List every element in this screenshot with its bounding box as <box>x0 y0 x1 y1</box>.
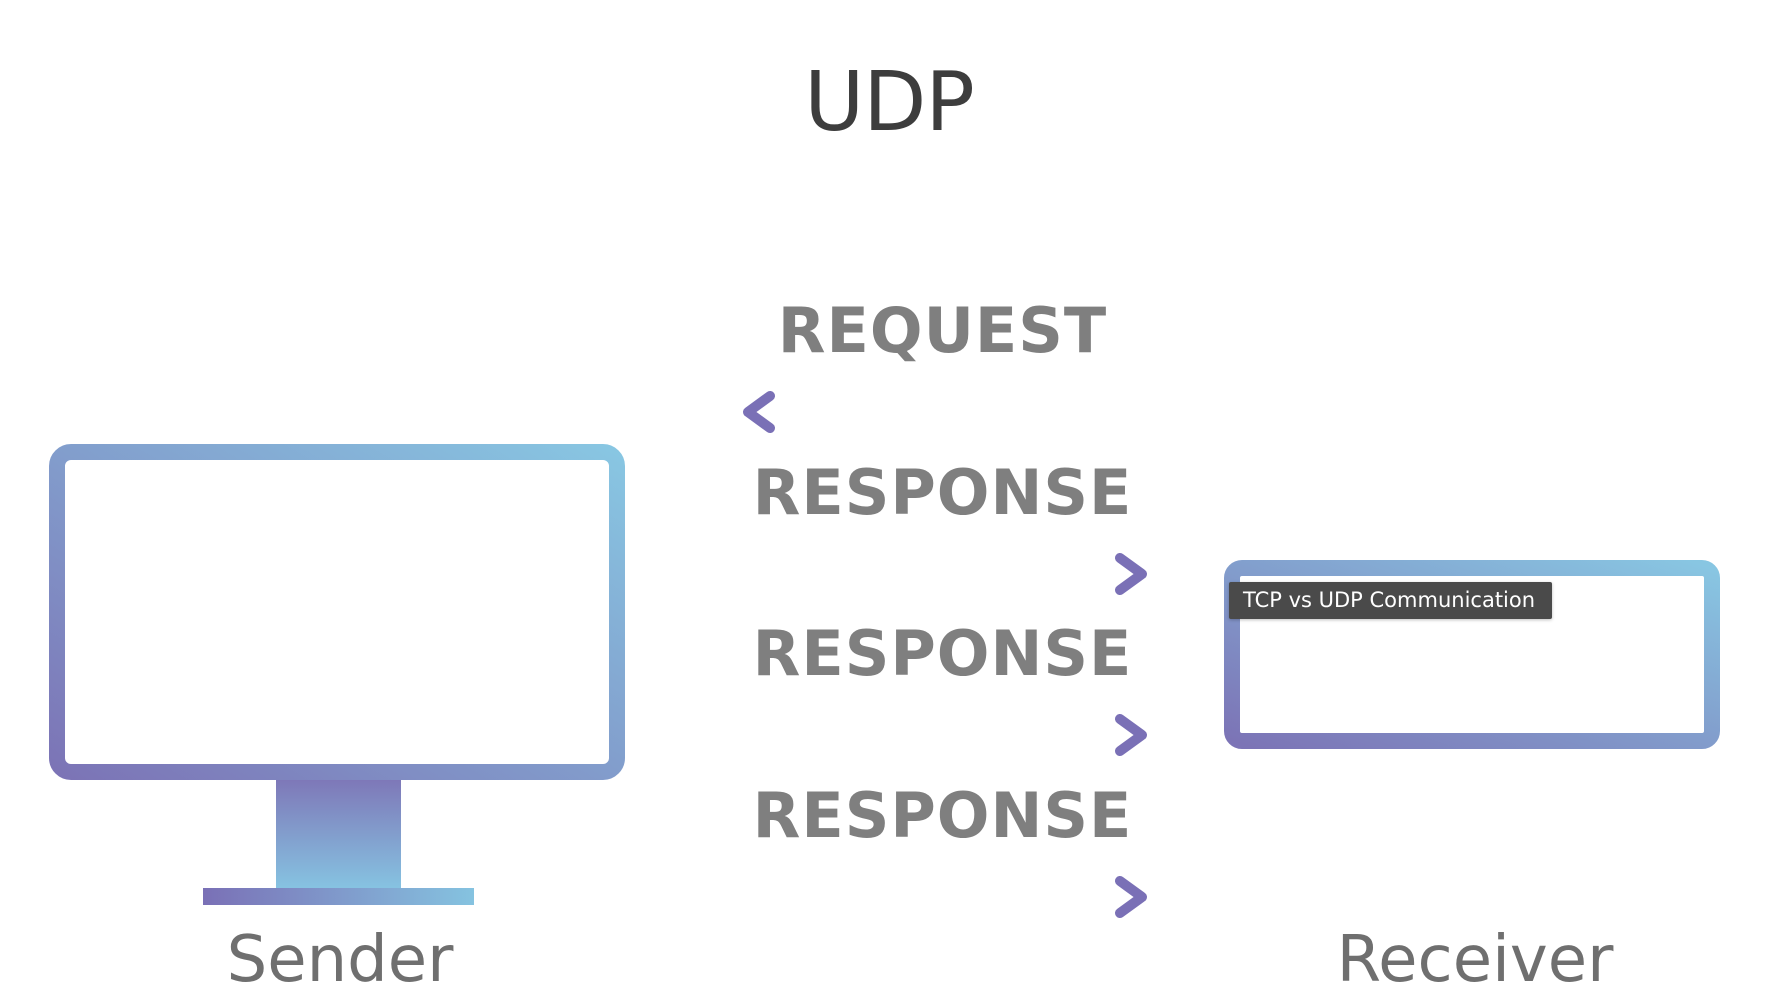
response-arrow-1 <box>735 553 1147 595</box>
tooltip: TCP vs UDP Communication <box>1229 582 1552 619</box>
diagram-title: UDP <box>804 55 975 150</box>
receiver-label: Receiver <box>1336 923 1614 997</box>
request-arrow <box>743 391 1155 433</box>
request-label: REQUEST <box>777 294 1108 367</box>
response-arrow-2 <box>735 714 1147 756</box>
response-arrow-3 <box>735 876 1147 918</box>
response-label-3: RESPONSE <box>752 779 1133 852</box>
response-label-2: RESPONSE <box>752 617 1133 690</box>
monitor-icon <box>49 444 625 905</box>
sender-label: Sender <box>226 923 454 997</box>
response-label-1: RESPONSE <box>752 456 1133 529</box>
